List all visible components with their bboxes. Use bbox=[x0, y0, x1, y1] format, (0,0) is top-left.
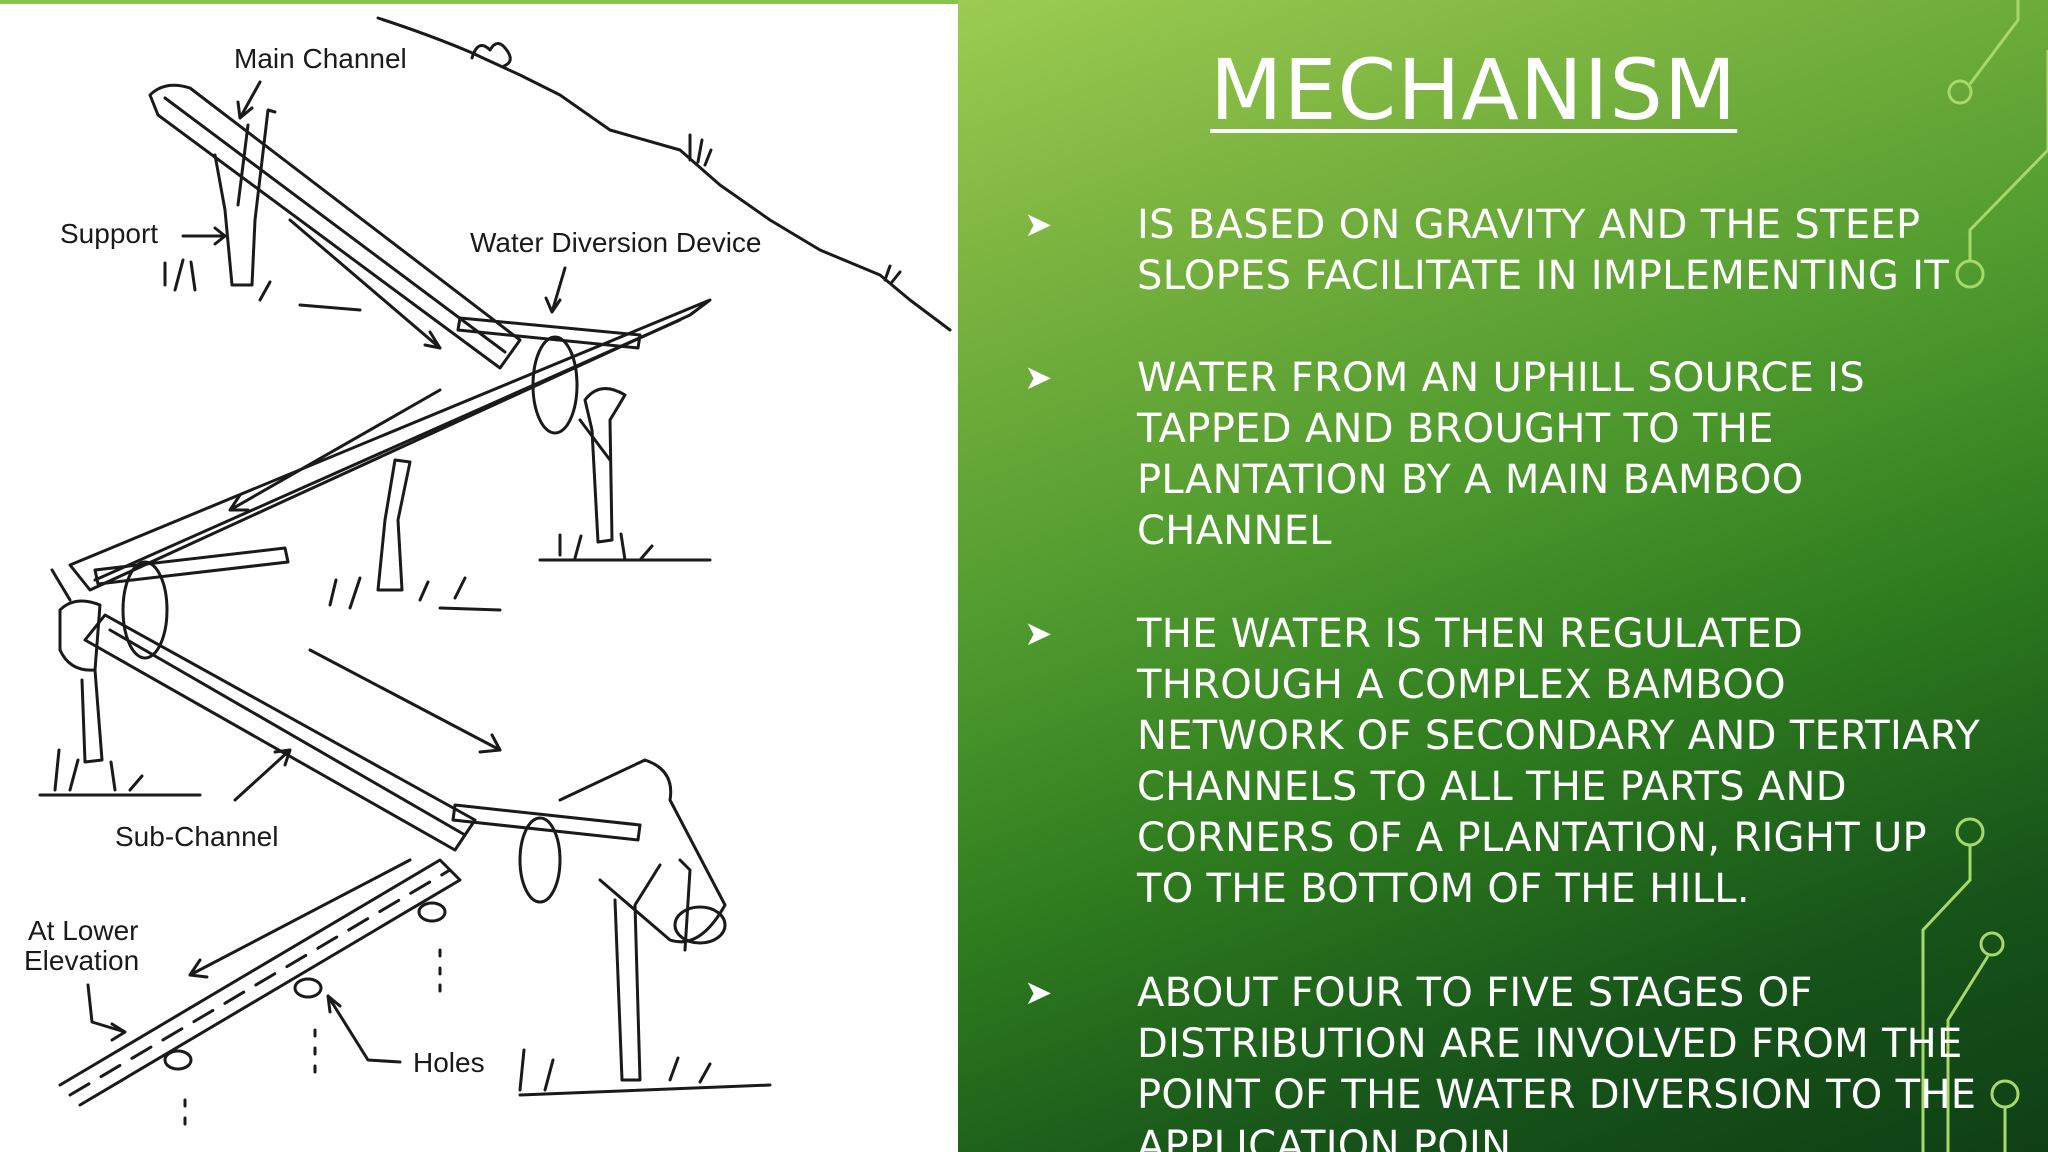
ground-tuft bbox=[163, 258, 362, 312]
support-post bbox=[50, 568, 104, 764]
top-accent-rule bbox=[0, 0, 958, 4]
label-at-lower-elevation-line2: Elevation bbox=[24, 945, 139, 976]
flow-arrow bbox=[308, 648, 502, 754]
text-panel: MECHANISM ➤ IS BASED ON GRAVITY AND THE … bbox=[958, 0, 2048, 1152]
grass-tuft bbox=[883, 264, 902, 284]
arrowhead-bullet-icon: ➤ bbox=[1024, 358, 1053, 398]
main-channel bbox=[148, 83, 522, 370]
hole bbox=[293, 977, 323, 999]
secondary-channel bbox=[68, 298, 712, 592]
slide-title: MECHANISM bbox=[1210, 41, 1738, 139]
sub-channel bbox=[83, 613, 477, 852]
water-drops bbox=[183, 948, 442, 1126]
bamboo-irrigation-diagram: Main Channel Support Water Diversion Dev… bbox=[0, 0, 958, 1152]
diversion-loop bbox=[121, 560, 169, 660]
support-post bbox=[613, 863, 662, 1082]
arrowhead-bullet-icon: ➤ bbox=[1024, 973, 1053, 1013]
bullet-text: THE WATER IS THEN REGULATED THROUGH A CO… bbox=[1137, 611, 1981, 912]
label-at-lower-elevation-line1: At Lower bbox=[28, 915, 139, 946]
tertiary-channel-end bbox=[558, 758, 727, 944]
hole bbox=[417, 901, 447, 923]
diagram-drawing: Main Channel Support Water Diversion Dev… bbox=[24, 16, 952, 1126]
junction-cap bbox=[58, 599, 102, 672]
support-post bbox=[678, 858, 692, 952]
label-main-channel: Main Channel bbox=[234, 43, 407, 74]
label-pointer-arrow bbox=[233, 748, 292, 802]
label-sub-channel: Sub-Channel bbox=[115, 821, 278, 852]
diversion-crossbar bbox=[456, 316, 642, 350]
label-pointer-arrow bbox=[181, 226, 227, 246]
circuit-decoration bbox=[1921, 0, 2048, 1152]
support-post bbox=[583, 387, 627, 544]
label-holes: Holes bbox=[413, 1047, 485, 1078]
diversion-crossbar bbox=[93, 546, 290, 586]
ground-tuft bbox=[38, 748, 202, 797]
ground-tuft bbox=[538, 532, 712, 562]
label-pointer-arrow bbox=[86, 983, 127, 1042]
label-pointer-arrow bbox=[326, 994, 402, 1064]
label-pointer-arrow bbox=[236, 80, 262, 120]
bullet-list: ➤ IS BASED ON GRAVITY AND THE STEEP SLOP… bbox=[958, 0, 2048, 1152]
hill-slope-line bbox=[376, 16, 952, 332]
arrowhead-bullet-icon: ➤ bbox=[1024, 205, 1053, 245]
grass-tuft bbox=[688, 133, 713, 167]
support-post bbox=[376, 458, 412, 592]
flow-arrow bbox=[288, 218, 442, 350]
flow-arrow bbox=[188, 858, 412, 979]
label-pointer-arrow bbox=[544, 266, 567, 314]
support-post bbox=[213, 108, 277, 287]
diversion-loop bbox=[518, 816, 562, 904]
flow-arrow bbox=[228, 388, 442, 512]
hole bbox=[163, 1049, 193, 1071]
cloud-squiggle bbox=[470, 42, 512, 68]
diversion-crossbar bbox=[451, 803, 642, 842]
label-water-diversion-device: Water Diversion Device bbox=[470, 227, 761, 258]
bullet-text: ABOUT FOUR TO FIVE STAGES OF DISTRIBUTIO… bbox=[1137, 970, 1977, 1152]
ground-tuft bbox=[328, 576, 502, 612]
arrowhead-bullet-icon: ➤ bbox=[1024, 614, 1053, 654]
bullet-text: IS BASED ON GRAVITY AND THE STEEP SLOPES… bbox=[1137, 202, 1950, 299]
support-post bbox=[578, 418, 612, 462]
bullet-text: WATER FROM AN UPHILL SOURCE IS TAPPED AN… bbox=[1137, 355, 1865, 554]
ground-tuft bbox=[518, 1048, 772, 1097]
label-support: Support bbox=[60, 218, 158, 249]
